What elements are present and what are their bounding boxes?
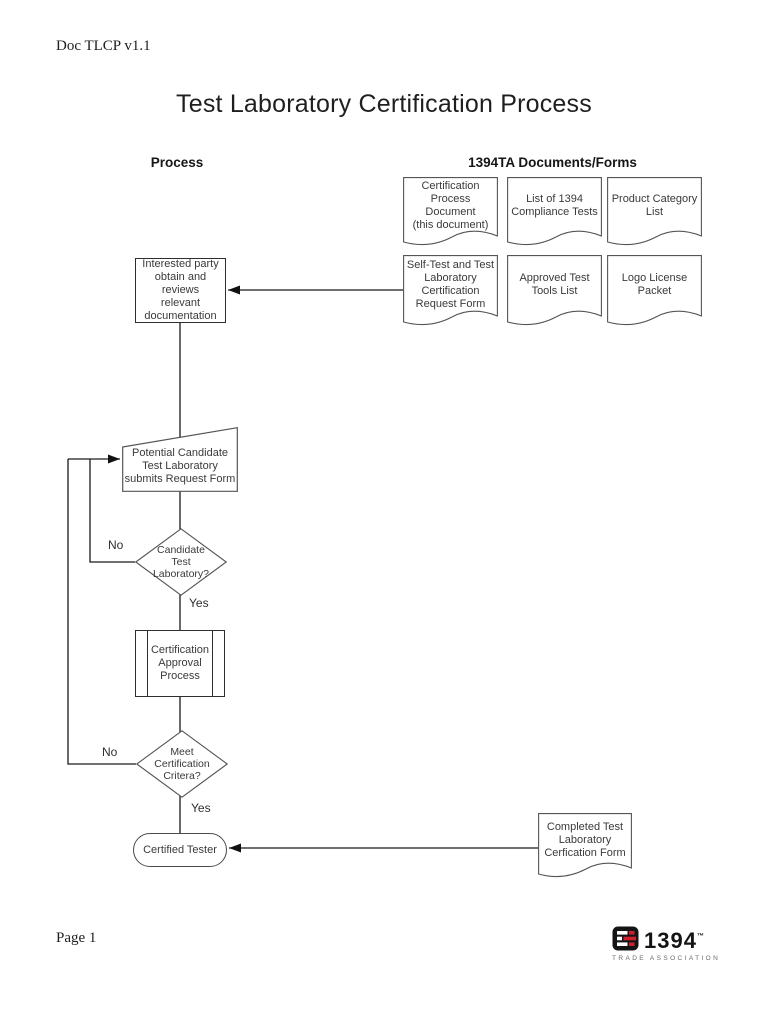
1394-trade-association-logo: 1394™ TRADE ASSOCIATION bbox=[612, 924, 722, 962]
doc-label: Certification Process Document (this doc… bbox=[412, 180, 489, 231]
doc-logo-license: Logo License Packet bbox=[607, 255, 702, 327]
document-shape-icon bbox=[403, 255, 498, 326]
decision-meet-criteria: Meet Certification Critera? bbox=[136, 730, 228, 798]
terminator-label: Certified Tester bbox=[143, 843, 217, 856]
document-shape-icon bbox=[538, 813, 632, 878]
diamond-shape-icon bbox=[136, 730, 228, 798]
predefined-process-bars bbox=[147, 631, 213, 696]
branch-label-no: No bbox=[102, 745, 118, 759]
decision-candidate-laboratory: Candidate Test Laboratory? bbox=[135, 528, 227, 596]
step-interested-party: Interested party obtain and reviews rele… bbox=[135, 258, 226, 323]
step-submit-request-form: Potential Candidate Test Laboratory subm… bbox=[122, 427, 238, 492]
no-loop-criteria bbox=[67, 459, 136, 765]
branch-label-yes: Yes bbox=[191, 801, 211, 815]
doc-label: Logo License Packet bbox=[621, 272, 688, 297]
doc-label: Completed Test Laboratory Cerfication Fo… bbox=[544, 820, 626, 859]
diamond-shape-icon bbox=[135, 528, 227, 596]
1394-logo-icon bbox=[612, 926, 639, 951]
doc-compliance-tests: List of 1394 Compliance Tests bbox=[507, 177, 602, 247]
decision-label: Meet Certification Critera? bbox=[154, 746, 210, 782]
doc-selftest-request-form: Self-Test and Test Laboratory Certificat… bbox=[403, 255, 498, 327]
page-number: Page 1 bbox=[56, 930, 97, 946]
process-column-header: Process bbox=[150, 155, 204, 170]
step-label: Certification Approval Process bbox=[150, 644, 210, 682]
document-shape-icon bbox=[607, 177, 702, 246]
doc-product-category: Product Category List bbox=[607, 177, 702, 247]
doc-completed-certification-form: Completed Test Laboratory Cerfication Fo… bbox=[538, 813, 632, 879]
document-shape-icon bbox=[507, 177, 602, 246]
step-certification-approval: Certification Approval Process bbox=[135, 630, 225, 697]
trademark-symbol: ™ bbox=[696, 933, 704, 940]
doc-reference: Doc TLCP v1.1 bbox=[56, 38, 151, 54]
document-shape-icon bbox=[403, 177, 498, 246]
doc-certification-process: Certification Process Document (this doc… bbox=[403, 177, 498, 247]
documents-column-header: 1394TA Documents/Forms bbox=[468, 155, 637, 170]
doc-label: Self-Test and Test Laboratory Certificat… bbox=[406, 259, 495, 310]
page-title: Test Laboratory Certification Process bbox=[176, 90, 592, 118]
logo-wordmark: 1394™ bbox=[644, 928, 704, 953]
doc-approved-tools: Approved Test Tools List bbox=[507, 255, 602, 327]
step-label: Potential Candidate Test Laboratory subm… bbox=[124, 447, 236, 485]
step-label: Interested party obtain and reviews rele… bbox=[142, 258, 219, 322]
doc-label: Approved Test Tools List bbox=[519, 272, 590, 297]
document-shape-icon bbox=[607, 255, 702, 326]
branch-label-no: No bbox=[108, 538, 124, 552]
terminator-certified-tester: Certified Tester bbox=[133, 833, 227, 867]
doc-label: List of 1394 Compliance Tests bbox=[511, 193, 598, 218]
logo-subtitle: TRADE ASSOCIATION bbox=[612, 955, 721, 962]
decision-label: Candidate Test Laboratory? bbox=[152, 544, 210, 580]
document-shape-icon bbox=[507, 255, 602, 326]
doc-label: Product Category List bbox=[611, 193, 698, 218]
branch-label-yes: Yes bbox=[189, 596, 209, 610]
